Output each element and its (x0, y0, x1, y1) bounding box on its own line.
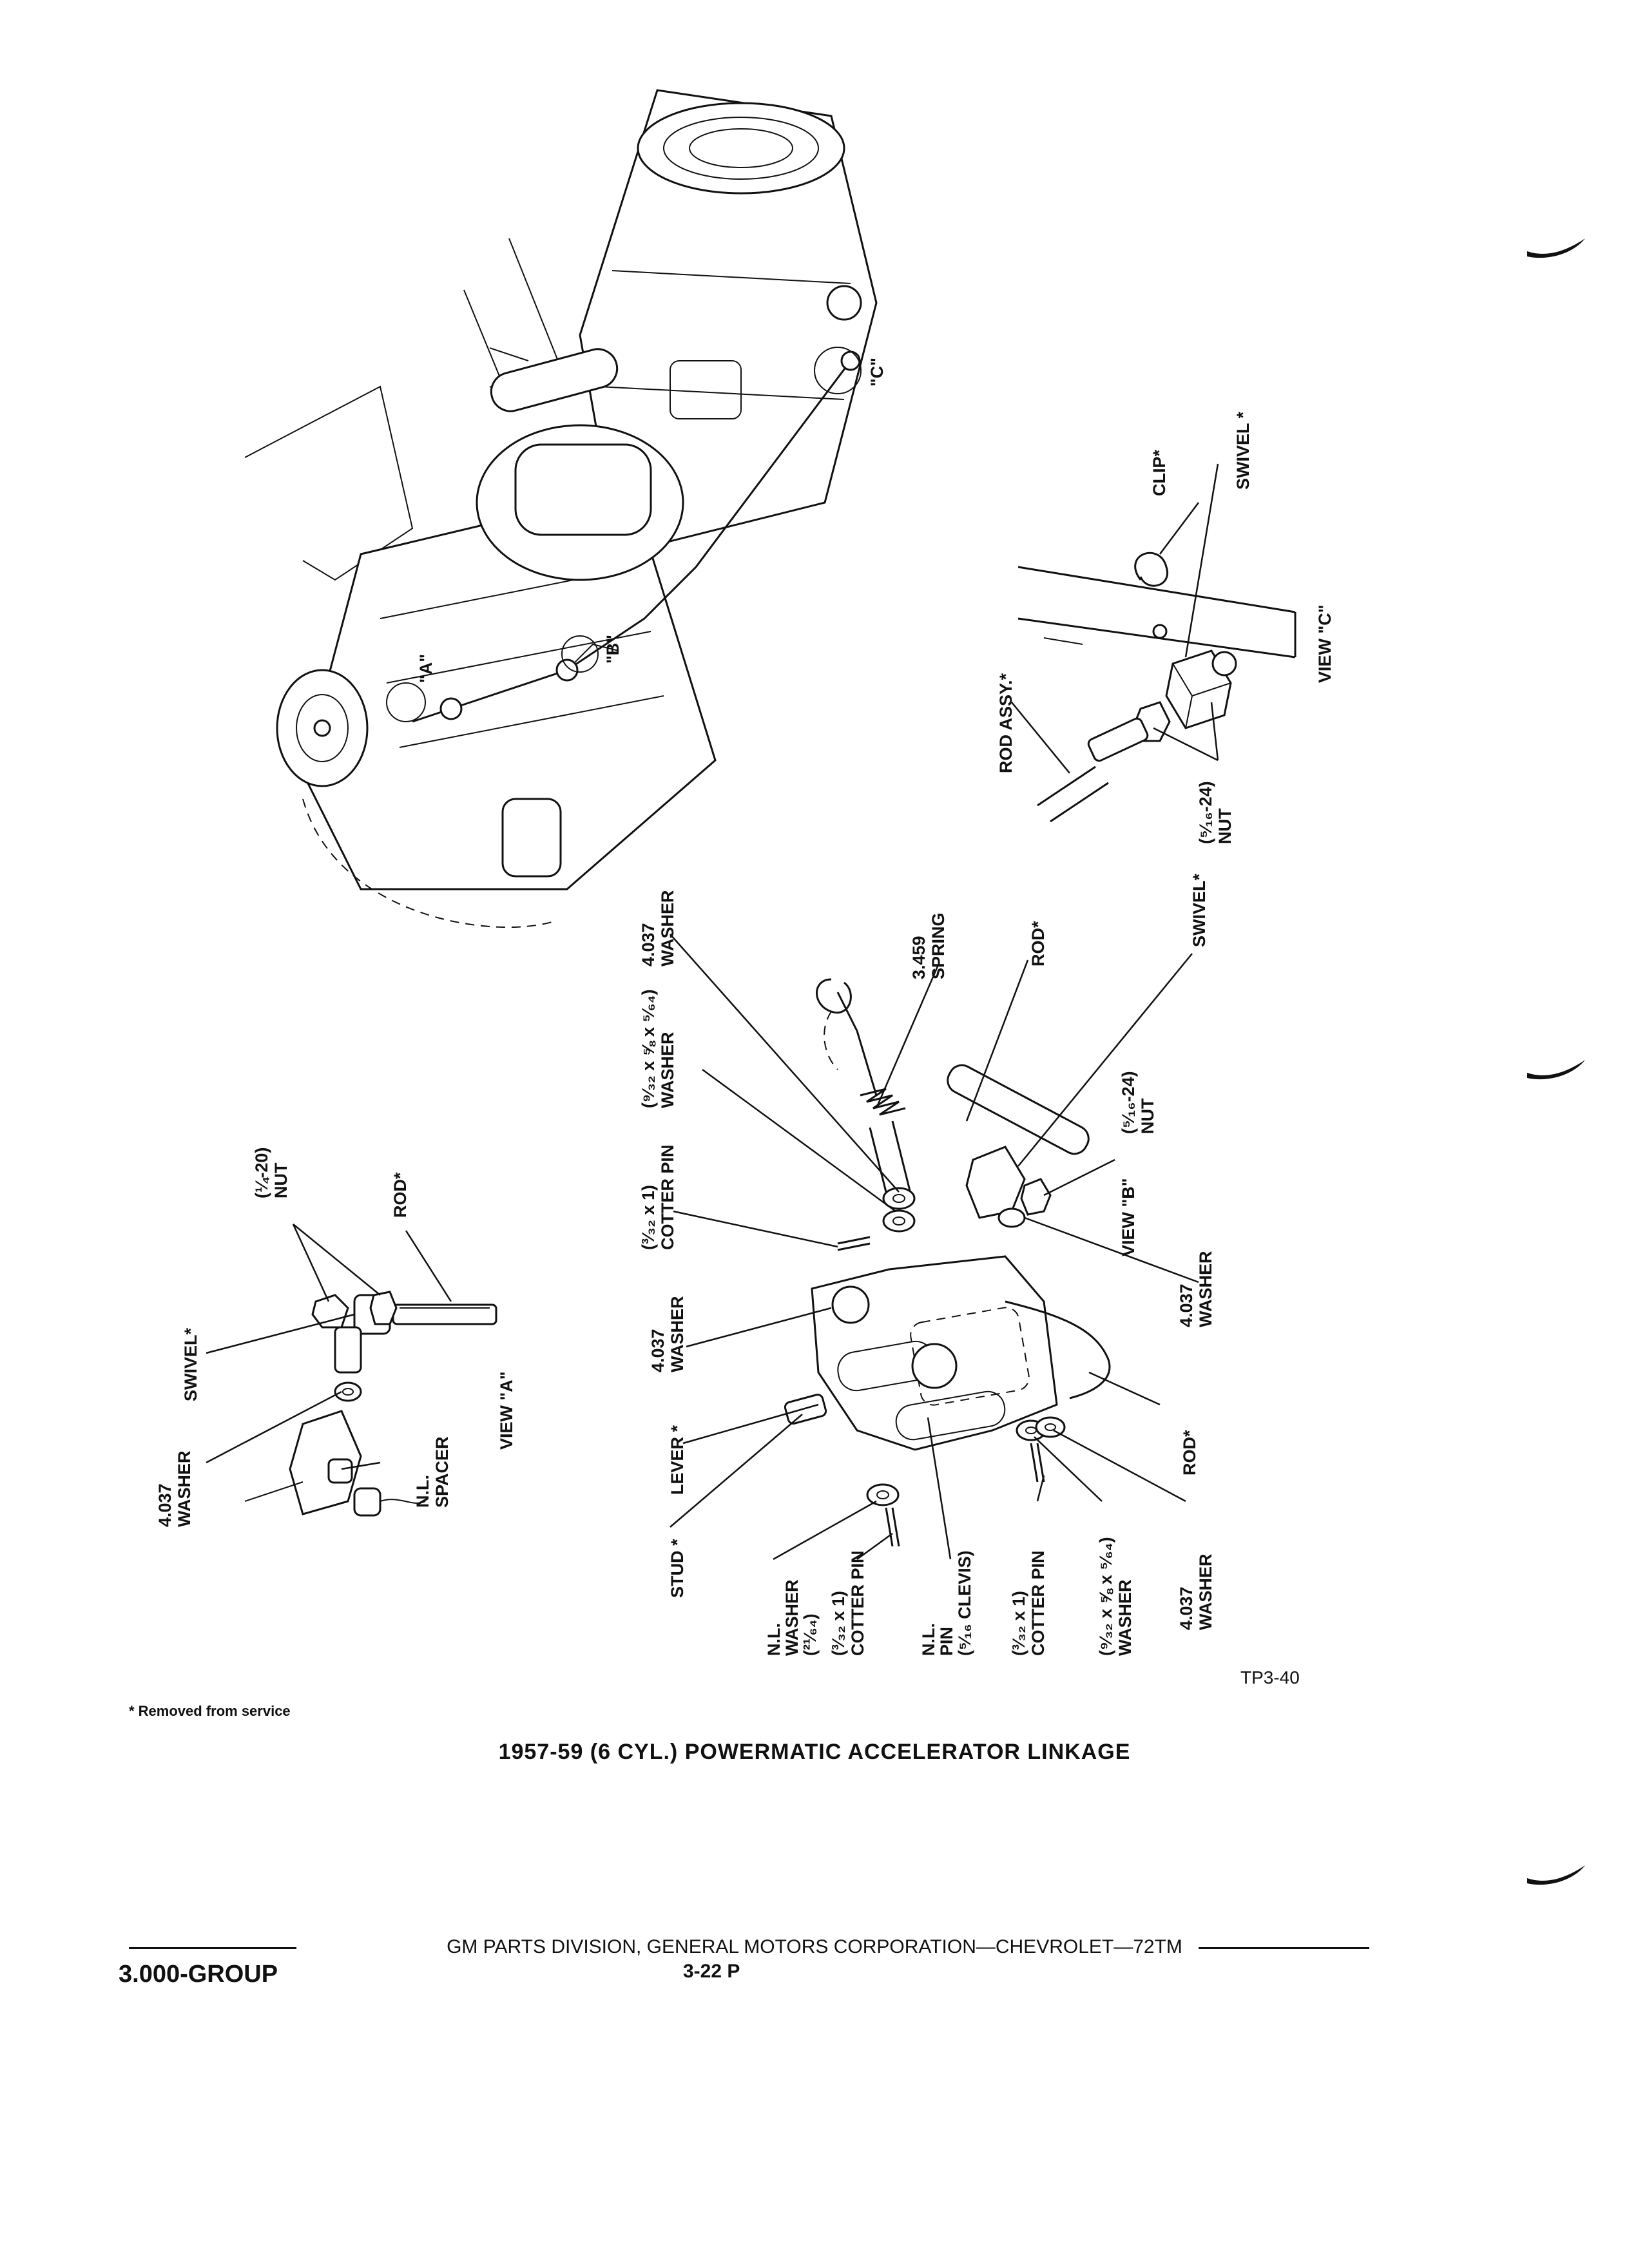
svg-text:ROD*: ROD* (1028, 921, 1048, 966)
svg-text:4.037 WASHER: 4.037 WASHER (1177, 1553, 1215, 1630)
svg-text:(⁹⁄₃₂ x ⅝ x ⁵⁄₆₄) WASHER: (⁹⁄₃₂ x ⅝ x ⁵⁄₆₄) WASHER (1096, 1532, 1135, 1656)
label-b-nl-pin-nl: N.L. (919, 1623, 938, 1656)
figure-caption: 1957-59 (6 CYL.) POWERMATIC ACCELERATOR … (498, 1740, 1131, 1764)
label-a-rod: ROD* (390, 1172, 410, 1218)
label-b-spring-num: 3.459 (909, 936, 929, 979)
label-b-nl-pin-size: (⁵⁄₁₆ CLEVIS) (955, 1550, 974, 1656)
callout-c: "C" (867, 358, 887, 387)
label-b-washer-bottom-small: WASHER (1115, 1579, 1135, 1656)
footnote: * Removed from service (129, 1703, 291, 1719)
label-b-nl-pin: PIN (937, 1627, 956, 1656)
engine-transmission-illustration: "A" "B" "C" (244, 89, 887, 928)
svg-text:(¼-20) NUT: (¼-20) NUT (252, 1142, 291, 1198)
svg-text:SWIVEL*: SWIVEL* (181, 1327, 200, 1401)
label-b-washer-right-size: 4.037 (648, 1329, 668, 1372)
label-b-cotter-top: COTTER PIN (658, 1144, 677, 1250)
view-b-title: VIEW "B" (1119, 1178, 1138, 1256)
svg-text:N.L. PIN (⁵⁄₁₆ CLE: N.L. PIN (⁵⁄₁₆ CLEVIS) (919, 1550, 974, 1656)
label-a-washer-size: 4.037 (155, 1483, 175, 1527)
label-b-cotter-mid-size: (³⁄₃₂ x 1) (829, 1591, 848, 1656)
label-b-nl-washer: WASHER (782, 1579, 802, 1656)
view-c-group: CLIP* SWIVEL * ROD ASSY.* (⁵⁄₁₆-24) NUT … (996, 411, 1335, 844)
svg-text:(⁵⁄₁₆-24) NUT: (⁵⁄₁₆-24) NUT (1196, 776, 1235, 844)
svg-text:4.037 WASHER: 4.037 WASHER (648, 1296, 687, 1372)
view-a-title: VIEW "A" (497, 1371, 516, 1450)
label-a-swivel: SWIVEL* (181, 1327, 200, 1401)
label-b-nl-washer-nl: N.L. (764, 1623, 784, 1656)
label-b-washer-right: WASHER (668, 1296, 687, 1372)
svg-text:ROD ASSY.*: ROD ASSY.* (996, 673, 1016, 773)
svg-text:N.L. SPACER: N.L. SPACER (413, 1436, 452, 1508)
label-b-washer-mid: WASHER (1196, 1251, 1215, 1327)
label-b-cotter-bottom-size: (³⁄₃₂ x 1) (1009, 1591, 1028, 1656)
svg-text:(⁹⁄₃₂ x ⅝ x ⁵⁄₆₄) WASHER: (⁹⁄₃₂ x ⅝ x ⁵⁄₆₄) WASHER (639, 985, 677, 1108)
label-b-stud: STUD * (668, 1539, 687, 1598)
svg-text:3.459 SPRING: 3.459 SPRING (909, 912, 948, 979)
label-b-swivel: SWIVEL* (1190, 873, 1209, 947)
svg-text:SWIVEL *: SWIVEL * (1233, 411, 1253, 490)
callout-b: "B" (603, 635, 622, 664)
label-a-nut: NUT (271, 1162, 291, 1198)
svg-text:(³⁄₃₂ x 1) COTTER PIN: (³⁄₃₂ x 1) COTTER PIN (829, 1550, 867, 1656)
view-c-title: VIEW "C" (1315, 604, 1335, 683)
footer-rule-left (129, 1947, 296, 1949)
label-b-nut: NUT (1138, 1098, 1157, 1134)
svg-text:4.037 WASHER: 4.037 WASHER (639, 890, 677, 966)
svg-text:4.037 WASHER: 4.037 WASHER (155, 1450, 194, 1527)
svg-text:N.L. WASHER (²¹⁄₆₄: N.L. WASHER (²¹⁄₆₄) (764, 1575, 820, 1656)
svg-text:(³⁄₃₂ x 1) COTTER PIN: (³⁄₃₂ x 1) COTTER PIN (1009, 1550, 1048, 1656)
label-b-washer-bottom-size: 4.037 (1177, 1586, 1196, 1630)
label-b-cotter-mid: COTTER PIN (848, 1550, 867, 1656)
view-b-group: 4.037 WASHER 3.459 SPRING (⁹⁄₃₂ x ⅝ x ⁵⁄… (639, 873, 1215, 1656)
view-a-group: (¼-20) NUT ROD* SWIVEL* 4.037 WASHER N.L… (155, 1142, 516, 1527)
page-number: 3-22 P (683, 1961, 740, 1982)
rod-b-upper (947, 1064, 1090, 1155)
label-b-cotter-bottom: COTTER PIN (1028, 1550, 1048, 1656)
label-c-nut-size: (⁵⁄₁₆-24) (1196, 781, 1215, 844)
svg-text:4.037 WASHER: 4.037 WASHER (1177, 1251, 1215, 1327)
svg-text:(³⁄₃₂ x 1) COTTER PIN: (³⁄₃₂ x 1) COTTER PIN (639, 1144, 677, 1250)
footer-publisher: GM PARTS DIVISION, GENERAL MOTORS CORPOR… (447, 1936, 1182, 1957)
label-b-washer-top-size: 4.037 (639, 923, 658, 966)
svg-text:(⁵⁄₁₆-24) NUT: (⁵⁄₁₆-24) NUT (1119, 1066, 1157, 1134)
label-b-lever: LEVER * (668, 1425, 687, 1495)
label-b-washer-mid-size: 4.037 (1177, 1283, 1196, 1327)
footer-group: 3.000-GROUP (119, 1961, 278, 1988)
label-a-nut-size: (¼-20) (252, 1147, 271, 1198)
figure-code: TP3-40 (1240, 1667, 1300, 1687)
label-b-rod-top: ROD* (1028, 921, 1048, 966)
label-b-rod-bottom: ROD* (1180, 1430, 1199, 1475)
label-a-washer: WASHER (175, 1450, 194, 1527)
label-a-spacer-nl: N.L. (413, 1475, 432, 1508)
label-b-spring: SPRING (929, 912, 948, 979)
spring-b (860, 1088, 906, 1116)
label-c-swivel: SWIVEL * (1233, 411, 1253, 490)
svg-text:ROD*: ROD* (390, 1172, 410, 1218)
svg-text:LEVER *: LEVER * (668, 1425, 687, 1495)
svg-text:STUD *: STUD * (668, 1539, 687, 1598)
label-b-washer-small-size: (⁹⁄₃₂ x ⅝ x ⁵⁄₆₄) (639, 989, 658, 1108)
callout-a: "A" (416, 654, 436, 683)
label-b-cotter-top-size: (³⁄₃₂ x 1) (639, 1185, 658, 1250)
label-b-washer-bottom-small-size: (⁹⁄₃₂ x ⅝ x ⁵⁄₆₄) (1096, 1537, 1115, 1656)
label-b-nl-washer-size: (²¹⁄₆₄) (800, 1613, 820, 1656)
label-c-clip: CLIP* (1150, 449, 1169, 496)
label-b-nut-size: (⁵⁄₁₆-24) (1119, 1071, 1138, 1134)
label-c-nut: NUT (1215, 808, 1235, 844)
label-c-rod-assy: ROD ASSY.* (996, 673, 1016, 773)
label-b-washer-bottom: WASHER (1196, 1553, 1215, 1630)
label-b-washer-top: WASHER (658, 890, 677, 966)
svg-text:ROD*: ROD* (1180, 1430, 1199, 1475)
svg-text:CLIP*: CLIP* (1150, 449, 1169, 496)
footer-rule-right (1199, 1947, 1369, 1949)
margin-marks (1527, 238, 1585, 1885)
label-b-washer-small: WASHER (658, 1032, 677, 1108)
clip-part (1134, 552, 1169, 587)
label-a-spacer: SPACER (432, 1436, 452, 1508)
svg-text:SWIVEL*: SWIVEL* (1190, 873, 1209, 947)
